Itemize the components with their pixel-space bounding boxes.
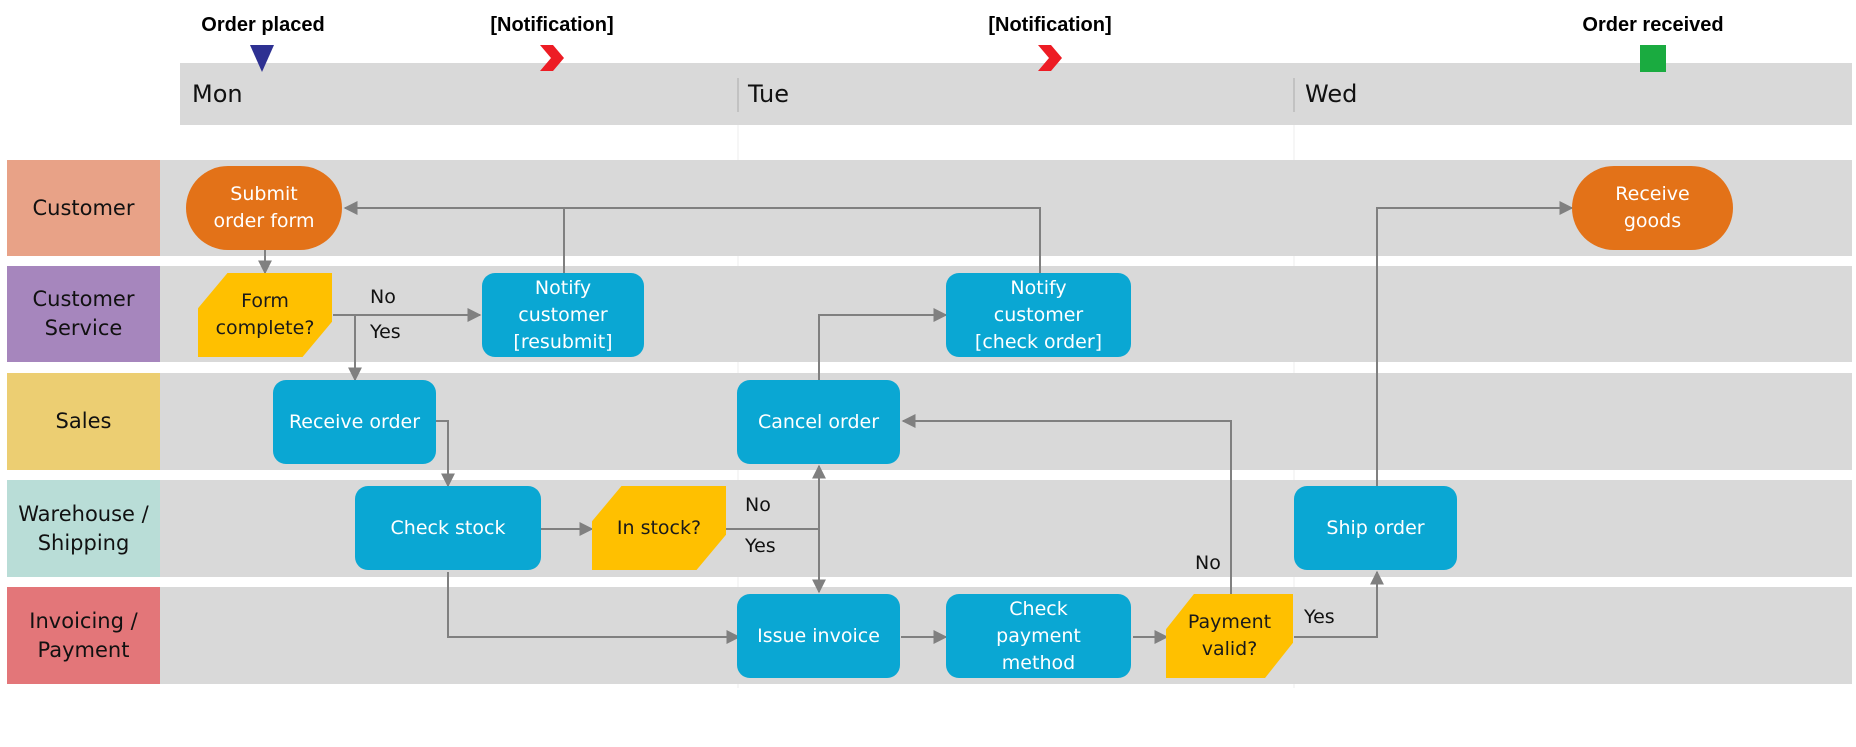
notification-marker-1 (540, 45, 564, 71)
lane-label-invoicing: Invoicing /Payment (29, 608, 138, 662)
lane-label-sales: Sales (55, 409, 112, 433)
edge-label-form-yes: Yes (370, 321, 401, 343)
lane-header-sales (7, 373, 160, 470)
edge-label-payment-no: No (1195, 552, 1221, 574)
day-label-wed: Wed (1305, 80, 1358, 108)
edge-label-payment-yes: Yes (1304, 606, 1335, 628)
lane-header-customer (7, 160, 160, 256)
edge-label-stock-no: No (745, 494, 771, 516)
day-label-mon: Mon (192, 80, 243, 108)
lane-label-customer: Customer (32, 195, 135, 220)
edge-payment-yes-to-ship (1294, 570, 1384, 638)
milestone-notification-1: [Notification] (490, 14, 614, 36)
milestone-order-placed: Order placed (201, 14, 325, 36)
node-receive-order: Receive order (273, 380, 436, 464)
lane-label-warehouse: Warehouse /Shipping (18, 501, 149, 555)
timeline-bar (180, 63, 1852, 125)
node-ship-order: Ship order (1294, 486, 1457, 570)
lane-header-warehouse (7, 480, 160, 577)
edge-instock-to-cancel (726, 464, 826, 530)
notification-marker-2 (1038, 45, 1062, 71)
order-placed-marker (250, 45, 274, 72)
edge-check-to-invoice (447, 572, 741, 644)
edge-label-stock-yes: Yes (745, 535, 776, 557)
lane-header-customer-service (7, 266, 160, 362)
edge-notify-check-to-customer (564, 207, 1041, 273)
node-issue-invoice: Issue invoice (737, 594, 900, 678)
edge-cancel-to-notify (818, 308, 948, 380)
node-in-stock: In stock? (592, 486, 726, 570)
lane-header-invoicing (7, 587, 160, 684)
edge-receive-to-check (436, 420, 455, 488)
order-received-marker (1640, 45, 1666, 72)
edge-label-form-no: No (370, 286, 396, 308)
node-check-stock: Check stock (355, 486, 541, 570)
edge-payment-no-to-cancel (901, 414, 1232, 594)
day-label-tue: Tue (748, 80, 789, 108)
edge-notify-to-submit (343, 201, 565, 273)
milestone-notification-2: [Notification] (988, 14, 1112, 36)
milestone-order-received: Order received (1582, 14, 1724, 36)
node-cancel-order: Cancel order (737, 380, 900, 464)
edge-ship-to-receive-goods (1376, 201, 1574, 486)
